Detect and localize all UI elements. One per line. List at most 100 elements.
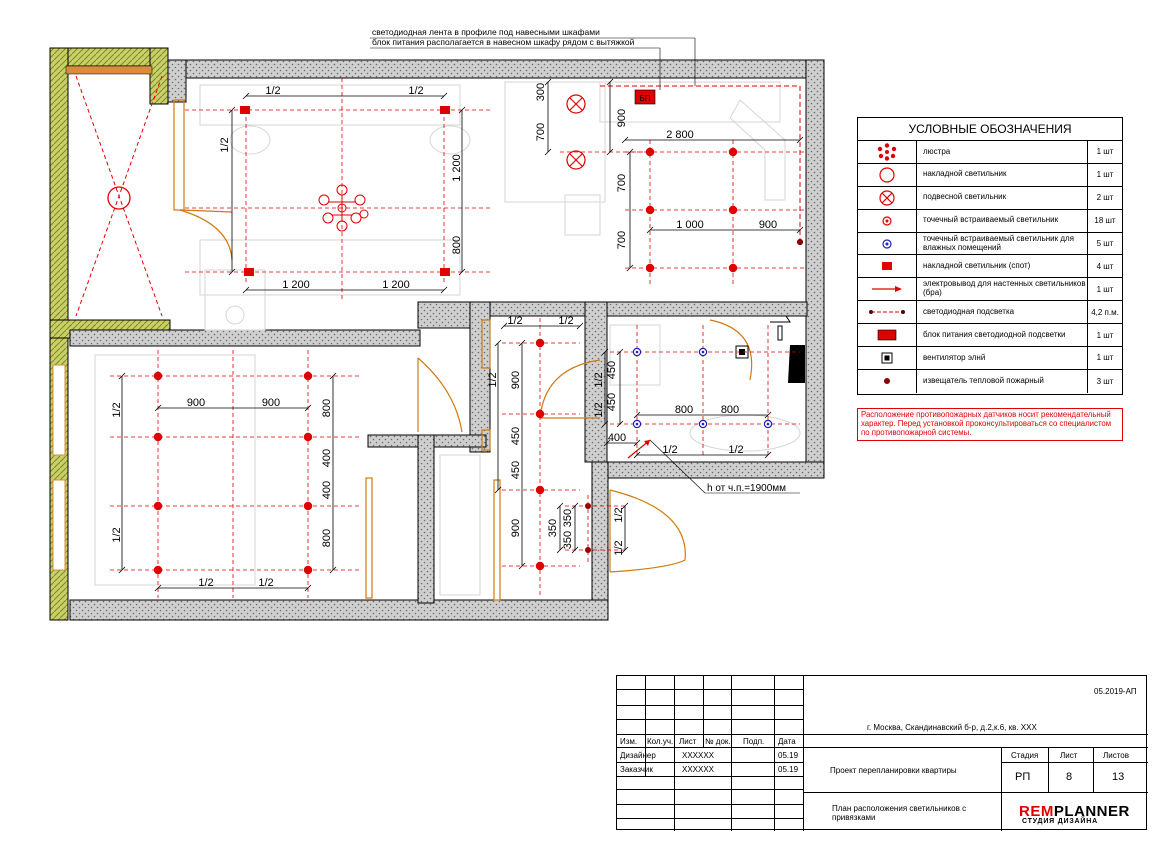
- power-supply-note: блок питания располагается в навесном шк…: [372, 37, 635, 47]
- dim-tick: [764, 411, 772, 419]
- wall-outlet-icon: [858, 278, 917, 301]
- dim-tick: [440, 286, 448, 294]
- legend-item-qty: 4 шт: [1087, 255, 1122, 278]
- legend-item-name: накладной светильник (спот): [923, 261, 1031, 270]
- designer-label: Дизайнер: [620, 751, 656, 760]
- led-power-label: БП: [640, 94, 651, 103]
- dim-tick: [544, 78, 552, 86]
- dim-tick: [571, 546, 579, 554]
- fan-icon: [735, 315, 805, 383]
- dim-tick: [304, 404, 312, 412]
- dim-tick: [616, 420, 624, 428]
- legend-row: люстра 1 шт: [858, 141, 1122, 164]
- legend-row: точечный встраиваемый светильник 18 шт: [858, 209, 1122, 233]
- pendant-light-icon: [566, 94, 586, 114]
- dim-tick: [556, 546, 564, 554]
- height-note: h от ч.п.=1900мм: [707, 483, 786, 494]
- dim-tick: [242, 92, 250, 100]
- legend-item-qty: 2 шт: [1087, 186, 1122, 209]
- dim-text: 1/2: [613, 507, 625, 522]
- dim-text: 1/2: [593, 372, 605, 387]
- dim-text: 1/2: [558, 315, 573, 327]
- pendant-light-icon: [858, 186, 917, 209]
- legend-row: накладной светильник (спот) 4 шт: [858, 255, 1122, 279]
- dim-tick: [154, 404, 162, 412]
- legend-row: блок питания светодиодной подсветки 1 шт: [858, 324, 1122, 348]
- dim-tick: [118, 566, 126, 574]
- dim-text: 1/2: [111, 402, 123, 417]
- stage-value: РП: [1015, 771, 1031, 783]
- wall-outlet: h от ч.п.=1900мм: [627, 439, 800, 494]
- legend-item-qty: 1 шт: [1087, 347, 1122, 369]
- dim-text: 1/2: [507, 315, 522, 327]
- client-name: XXXXXX: [682, 765, 715, 774]
- dim-text: 300: [535, 83, 547, 101]
- led-strip: БП: [600, 85, 803, 245]
- recessed-spot-icon: [728, 147, 738, 157]
- recessed-spot-icon: [858, 209, 917, 232]
- legend-item-qty: 1 шт: [1087, 163, 1122, 186]
- dim-text: 450: [510, 461, 522, 479]
- dim-text: 900: [616, 109, 628, 127]
- led-power-badge: [634, 89, 656, 105]
- dim-text: 800: [321, 529, 333, 547]
- brand-logo: REMPLANNER: [1019, 803, 1130, 820]
- dim-text: 700: [616, 174, 628, 192]
- legend-item-qty: 1 шт: [1087, 324, 1122, 347]
- legend-item-name: люстра: [923, 146, 951, 156]
- dim-text: 1/2: [408, 85, 423, 97]
- dim-text: 1/2: [662, 444, 677, 456]
- client-label: Заказчик: [620, 765, 653, 774]
- dim-text: 450: [606, 393, 618, 411]
- legend-row: электровывод для настенных светильников …: [858, 278, 1122, 302]
- hdr-doc: № док.: [705, 737, 731, 746]
- dim-text: 350: [562, 531, 574, 549]
- dim-text: 350: [562, 509, 574, 527]
- stage-label: Стадия: [1011, 751, 1039, 760]
- legend-item-qty: 18 шт: [1087, 209, 1122, 232]
- dim-tick: [118, 372, 126, 380]
- recessed-spot-icon: [303, 371, 313, 381]
- recessed-spot-icon: [303, 432, 313, 442]
- recessed-spots: [153, 147, 773, 575]
- dim-tick: [571, 502, 579, 510]
- spot-light-icon: [858, 255, 917, 278]
- dim-text: 2 800: [666, 129, 694, 141]
- hdr-list: Лист: [679, 737, 697, 746]
- legend-row: точечный встраиваемый светильник для вла…: [858, 232, 1122, 256]
- wet-spot-icon: [632, 347, 642, 357]
- dim-tick: [621, 136, 629, 144]
- recessed-spot-icon: [645, 205, 655, 215]
- legend-item-name: блок питания светодиодной подсветки: [923, 329, 1066, 339]
- dim-text: 1/2: [219, 137, 231, 152]
- legend-item-name: вентилятор элнй: [923, 352, 986, 362]
- dim-text: 450: [606, 361, 618, 379]
- legend-row: вентилятор элнй 1 шт: [858, 347, 1122, 370]
- surface-light-icon: [858, 163, 917, 186]
- wet-spot-icon: [698, 347, 708, 357]
- heat-detector-icon: [858, 369, 917, 393]
- recessed-spot-icon: [535, 561, 545, 571]
- dim-text: 900: [187, 397, 205, 409]
- legend-item-qty: 1 шт: [1087, 141, 1122, 163]
- dim-tick: [500, 322, 508, 330]
- dim-tick: [616, 348, 624, 356]
- led-strip-icon: [858, 301, 917, 324]
- dim-tick: [329, 566, 337, 574]
- dim-tick: [626, 264, 634, 272]
- recessed-spot-icon: [303, 565, 313, 575]
- dim-text: 400: [321, 481, 333, 499]
- legend-item-name: накладной светильник: [923, 169, 1007, 179]
- wet-spot-icon: [698, 419, 708, 429]
- dim-tick: [329, 372, 337, 380]
- dim-text: 400: [321, 449, 333, 467]
- legend-item-name: электровывод для настенных светильников …: [923, 279, 1086, 298]
- legend-item-qty: 5 шт: [1087, 232, 1122, 255]
- sheets-label: Листов: [1103, 751, 1129, 760]
- fan-icon: [858, 347, 917, 369]
- legend-item-name: точечный встраиваемый светильник: [923, 215, 1059, 225]
